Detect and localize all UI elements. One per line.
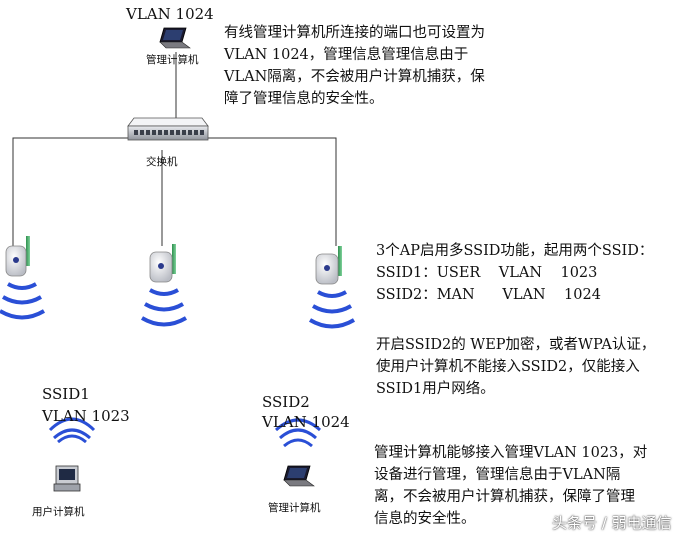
link-switch-ap3 [202,137,337,246]
ssid-config: 3个AP启用多SSID功能，起用两个SSID： SSID1：USER VLAN … [376,240,694,306]
switch-icon [127,117,209,141]
wireless-mgmt-note-line: 设备进行管理，管理信息由于VLAN隔 [374,467,621,483]
ssid-config-line: SSID1：USER VLAN 1023 [376,265,598,281]
wep-note-line: 开启SSID2的 WEP加密，或者WPA认证， [376,337,656,353]
user-client-signal-icon [48,417,96,444]
wep-note: 开启SSID2的 WEP加密，或者WPA认证， 使用户计算机不能接入SSID2，… [376,334,694,400]
access-point-2-icon [149,244,176,283]
access-point-1-icon [5,236,30,277]
mgmt-note-line: 障了管理信息的安全性。 [224,91,384,107]
mgmt-client-vlan: VLAN 1024 [262,413,350,431]
access-point-3-signal-icon [308,290,356,329]
switch-label: 交换机 [146,156,178,168]
mgmt-note-line: VLAN隔离，不会被用户计算机捕获，保 [224,69,485,85]
mgmt-note-line: 有线管理计算机所连接的端口也可设置为 [224,25,485,41]
mgmt-client-label: 管理计算机 [268,502,321,514]
user-computer-icon [53,465,81,492]
access-point-1-signal-icon [0,282,46,320]
wep-note-line: 使用户计算机不能接入SSID2，仅能接入 [376,359,640,375]
user-client-vlan: VLAN 1023 [42,407,130,425]
mgmt-pc-label: 管理计算机 [146,54,199,66]
wireless-mgmt-note-line: 管理计算机能够接入管理VLAN 1023，对 [374,445,648,461]
top-vlan-label: VLAN 1024 [126,5,214,23]
user-client-ssid: SSID1 [42,385,90,403]
mgmt-client-signal-icon [274,418,322,448]
wireless-mgmt-note-line: 离，不会被用户计算机捕获，保障了管理 [374,489,635,505]
management-laptop-icon [159,27,191,49]
access-point-2-signal-icon [140,288,188,327]
wep-note-line: SSID1用户网络。 [376,381,495,397]
mgmt-note: 有线管理计算机所连接的端口也可设置为 VLAN 1024，管理信息管理信息由于 … [224,22,554,110]
ssid-config-line: 3个AP启用多SSID功能，起用两个SSID： [376,243,654,259]
mgmt-client-ssid: SSID2 [262,393,310,411]
wireless-mgmt-note-line: 信息的安全性。 [374,511,476,527]
link-switch-ap1 [12,137,130,246]
wireless-mgmt-note: 管理计算机能够接入管理VLAN 1023，对 设备进行管理，管理信息由于VLAN… [374,442,696,530]
watermark: 头条号 / 弱电通信 [552,514,672,532]
ssid-config-line: SSID2：MAN VLAN 1024 [376,287,601,303]
mgmt-laptop-client-icon [283,465,315,487]
user-client-label: 用户计算机 [32,506,85,518]
access-point-3-icon [315,246,342,285]
mgmt-note-line: VLAN 1024，管理信息管理信息由于 [224,47,469,63]
network-links [12,52,337,246]
